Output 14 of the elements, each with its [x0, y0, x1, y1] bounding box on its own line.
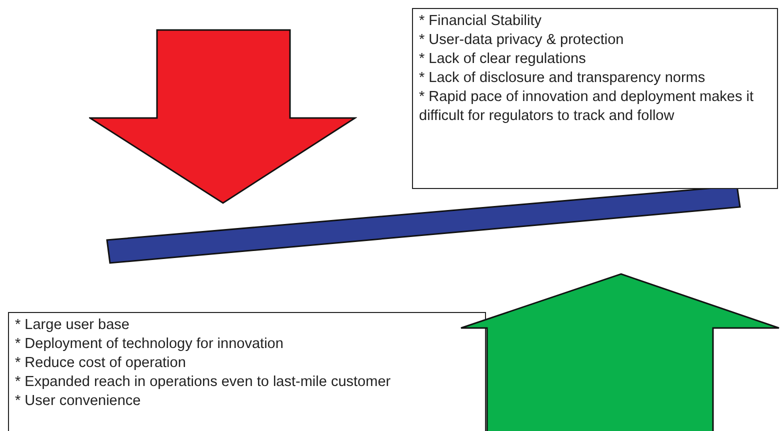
bullet-text: * Rapid pace of innovation and deployment makes it difficult for regulators to track and follow — [419, 88, 755, 126]
bullet-text: * Reduce cost of operation — [15, 354, 187, 373]
bullet-text: * Expanded reach in operations even to last-mile customer — [15, 373, 392, 392]
bullet-text: * Large user base — [15, 316, 130, 335]
downward-arrow-drawing — [89, 29, 357, 204]
bullet-text: * User convenience — [15, 392, 142, 411]
bullet-text: * Deployment of technology for innovation — [15, 335, 284, 354]
bullet-text: * Financial Stability — [419, 12, 542, 31]
text-box — [8, 312, 486, 431]
bullet-text: * Lack of clear regulations — [419, 50, 587, 69]
bullet-text: * User-data privacy & protection — [419, 31, 625, 50]
bullet-text: * Lack of disclosure and transparency norms — [419, 69, 706, 88]
text-box — [412, 8, 778, 189]
upward-arrow-drawing — [460, 273, 780, 431]
